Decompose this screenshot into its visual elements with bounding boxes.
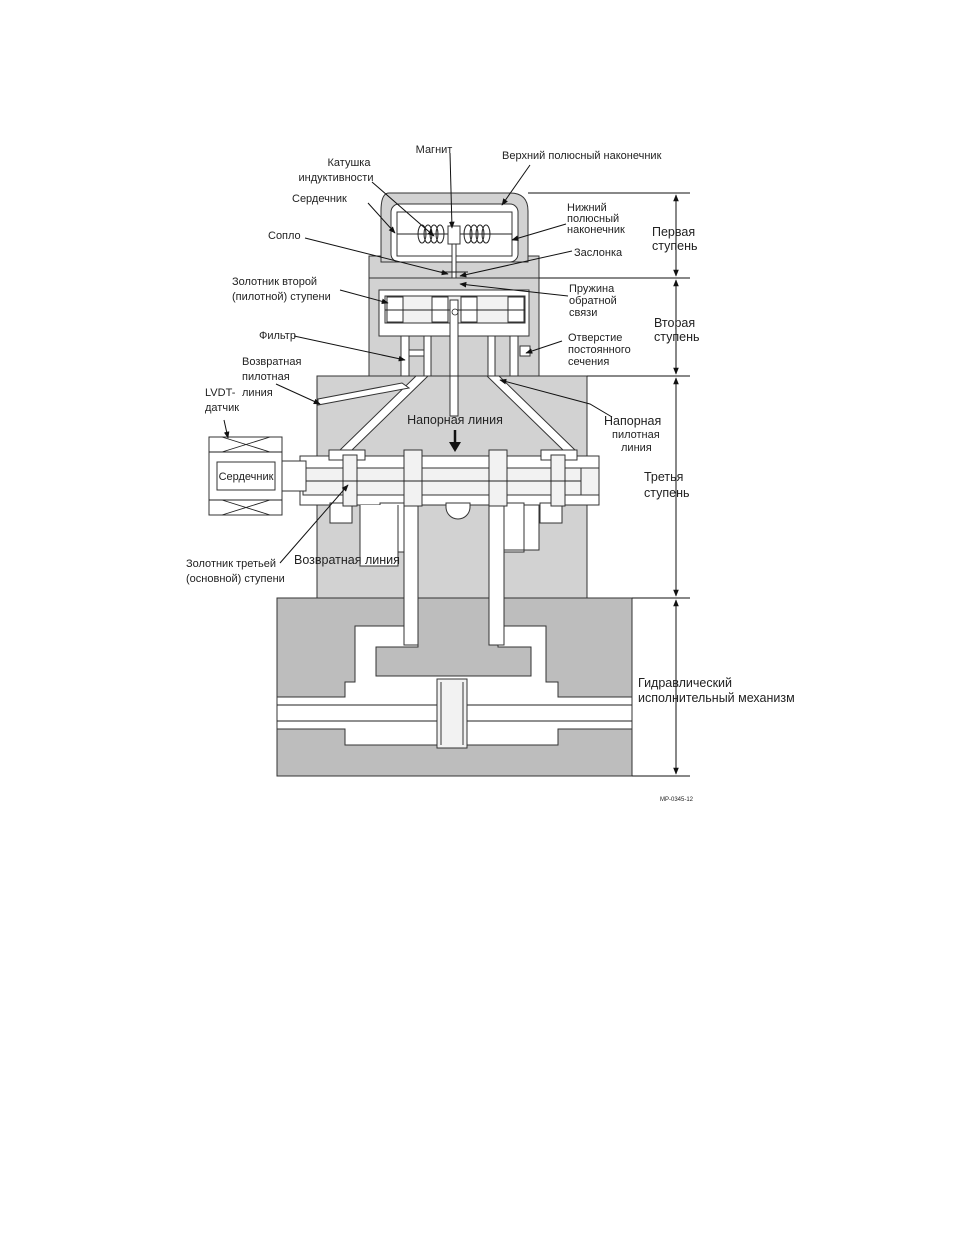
torque-motor xyxy=(368,192,540,279)
stage-third-2: ступень xyxy=(644,486,690,500)
stage-labels: Первая ступень Вторая ступень Третья сту… xyxy=(644,225,700,500)
main-spool xyxy=(302,449,600,507)
labels: Магнит Верхний полюсный наконечник Катуш… xyxy=(186,144,795,803)
label-pressure-pilot-2: пилотная xyxy=(612,429,660,441)
label-return-pilot-1: Возвратная xyxy=(242,356,301,368)
label-pressure-line: Напорная линия xyxy=(407,413,503,427)
stage-second-1: Вторая xyxy=(654,316,695,330)
label-lvdt-1: LVDT- xyxy=(205,387,236,399)
lvdt-core xyxy=(216,461,276,491)
label-spring-2: обратной xyxy=(569,295,617,307)
label-lower-pole-3: наконечник xyxy=(567,224,625,236)
magnet-block xyxy=(447,225,461,245)
label-nozzle: Сопло xyxy=(268,230,301,242)
label-lvdt-2: датчик xyxy=(205,402,239,414)
label-filter: Фильтр xyxy=(259,330,296,342)
figure-code: MP-0345-12 xyxy=(660,797,694,803)
label-spring-1: Пружина xyxy=(569,283,615,295)
label-spring-3: связи xyxy=(569,307,597,319)
label-magnet: Магнит xyxy=(416,144,453,156)
stage-first-2: ступень xyxy=(652,239,698,253)
label-orifice-2: постоянного xyxy=(568,344,631,356)
label-main-spool-2: (основной) ступени xyxy=(186,573,285,585)
label-pilot-spool-2: (пилотной) ступени xyxy=(232,291,331,303)
label-core-top: Сердечник xyxy=(292,193,347,205)
label-actuator-1: Гидравлический xyxy=(638,676,732,690)
label-lower-pole-1: Нижний xyxy=(567,202,607,214)
label-orifice-1: Отверстие xyxy=(568,332,622,344)
feedback-spring xyxy=(451,308,459,316)
third-stage-body xyxy=(299,375,600,646)
label-return-pilot-2: пилотная xyxy=(242,371,290,383)
label-pilot-spool-1: Золотник второй xyxy=(232,276,317,288)
stage-second-2: ступень xyxy=(654,330,700,344)
lvdt-sensor: Сердечник xyxy=(208,436,307,516)
lvdt-core-label: Сердечник xyxy=(219,471,274,483)
label-lower-pole-2: полюсный xyxy=(567,213,619,225)
stage-third-1: Третья xyxy=(644,470,683,484)
label-coil-2: индуктивности xyxy=(299,172,374,184)
stage-dimensions xyxy=(528,192,690,777)
actuator-piston xyxy=(436,678,468,749)
hydraulic-actuator xyxy=(276,597,633,777)
label-actuator-2: исполнительный механизм xyxy=(638,691,795,705)
label-coil-1: Катушка xyxy=(328,157,372,169)
label-flapper: Заслонка xyxy=(574,247,623,259)
label-upper-pole: Верхний полюсный наконечник xyxy=(502,150,662,162)
label-orifice-3: сечения xyxy=(568,356,609,368)
label-return-pilot-3: линия xyxy=(242,387,273,399)
label-return-line: Возвратная линия xyxy=(294,553,400,567)
label-pressure-pilot-1: Напорная xyxy=(604,414,661,428)
stage-first-1: Первая xyxy=(652,225,695,239)
flapper xyxy=(451,243,457,279)
coil-right xyxy=(463,224,491,244)
label-main-spool-1: Золотник третьей xyxy=(186,558,276,570)
leader-lines xyxy=(223,152,613,564)
second-stage-body xyxy=(368,277,540,377)
label-pressure-pilot-3: линия xyxy=(621,442,652,454)
